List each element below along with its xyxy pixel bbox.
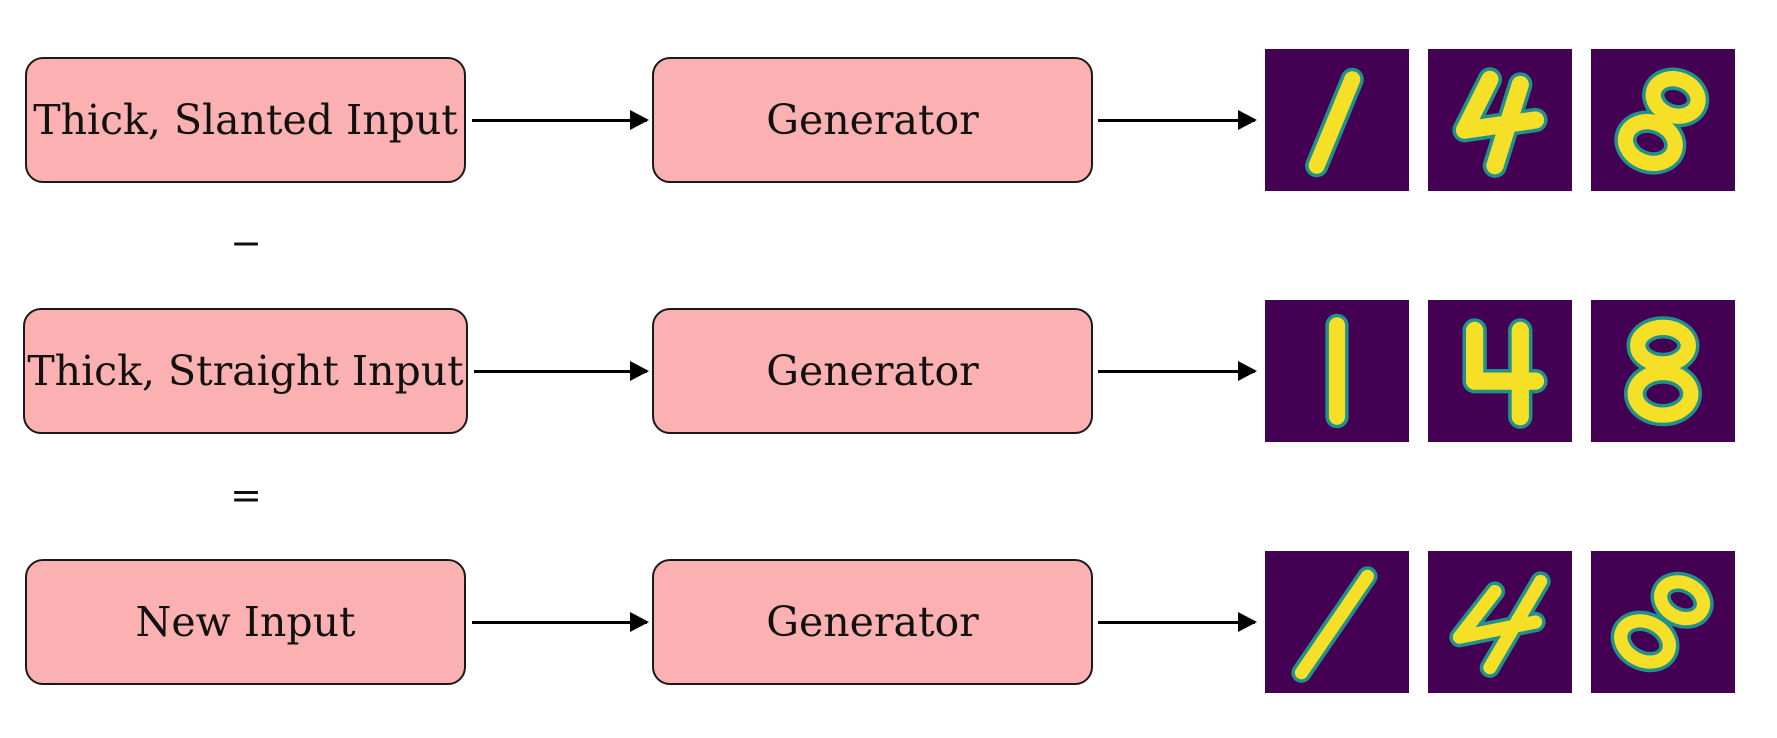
arrow-generator-to-output: [1098, 612, 1257, 632]
arrow-input-to-generator: [472, 110, 649, 130]
generator-box: Generator: [652, 57, 1093, 183]
output-image-digit-1-slanted: [1265, 49, 1409, 191]
arrow-generator-to-output: [1098, 110, 1257, 130]
generator-box: Generator: [652, 308, 1093, 434]
input-box-thick-straight: Thick, Straight Input: [23, 308, 468, 434]
arrow-generator-to-output: [1098, 361, 1257, 381]
output-image-digit-8-slanted: [1591, 49, 1735, 191]
output-image-digit-1-new: [1265, 551, 1409, 693]
output-image-digit-4-new: [1428, 551, 1572, 693]
minus-operator: −: [230, 221, 262, 265]
arrow-input-to-generator: [472, 612, 649, 632]
output-image-digit-8-new: [1591, 551, 1735, 693]
input-box-new: New Input: [25, 559, 466, 685]
input-label: Thick, Straight Input: [27, 347, 464, 395]
generator-label: Generator: [766, 347, 979, 395]
generator-label: Generator: [766, 598, 979, 646]
generator-label: Generator: [766, 96, 979, 144]
input-box-thick-slanted: Thick, Slanted Input: [25, 57, 466, 183]
output-image-digit-4-straight: [1428, 300, 1572, 442]
equals-operator: =: [230, 473, 262, 517]
input-label: Thick, Slanted Input: [33, 96, 458, 144]
output-image-digit-1-straight: [1265, 300, 1409, 442]
input-label: New Input: [135, 598, 356, 646]
arrow-input-to-generator: [474, 361, 649, 381]
output-image-digit-4-slanted: [1428, 49, 1572, 191]
generator-box: Generator: [652, 559, 1093, 685]
output-image-digit-8-straight: [1591, 300, 1735, 442]
